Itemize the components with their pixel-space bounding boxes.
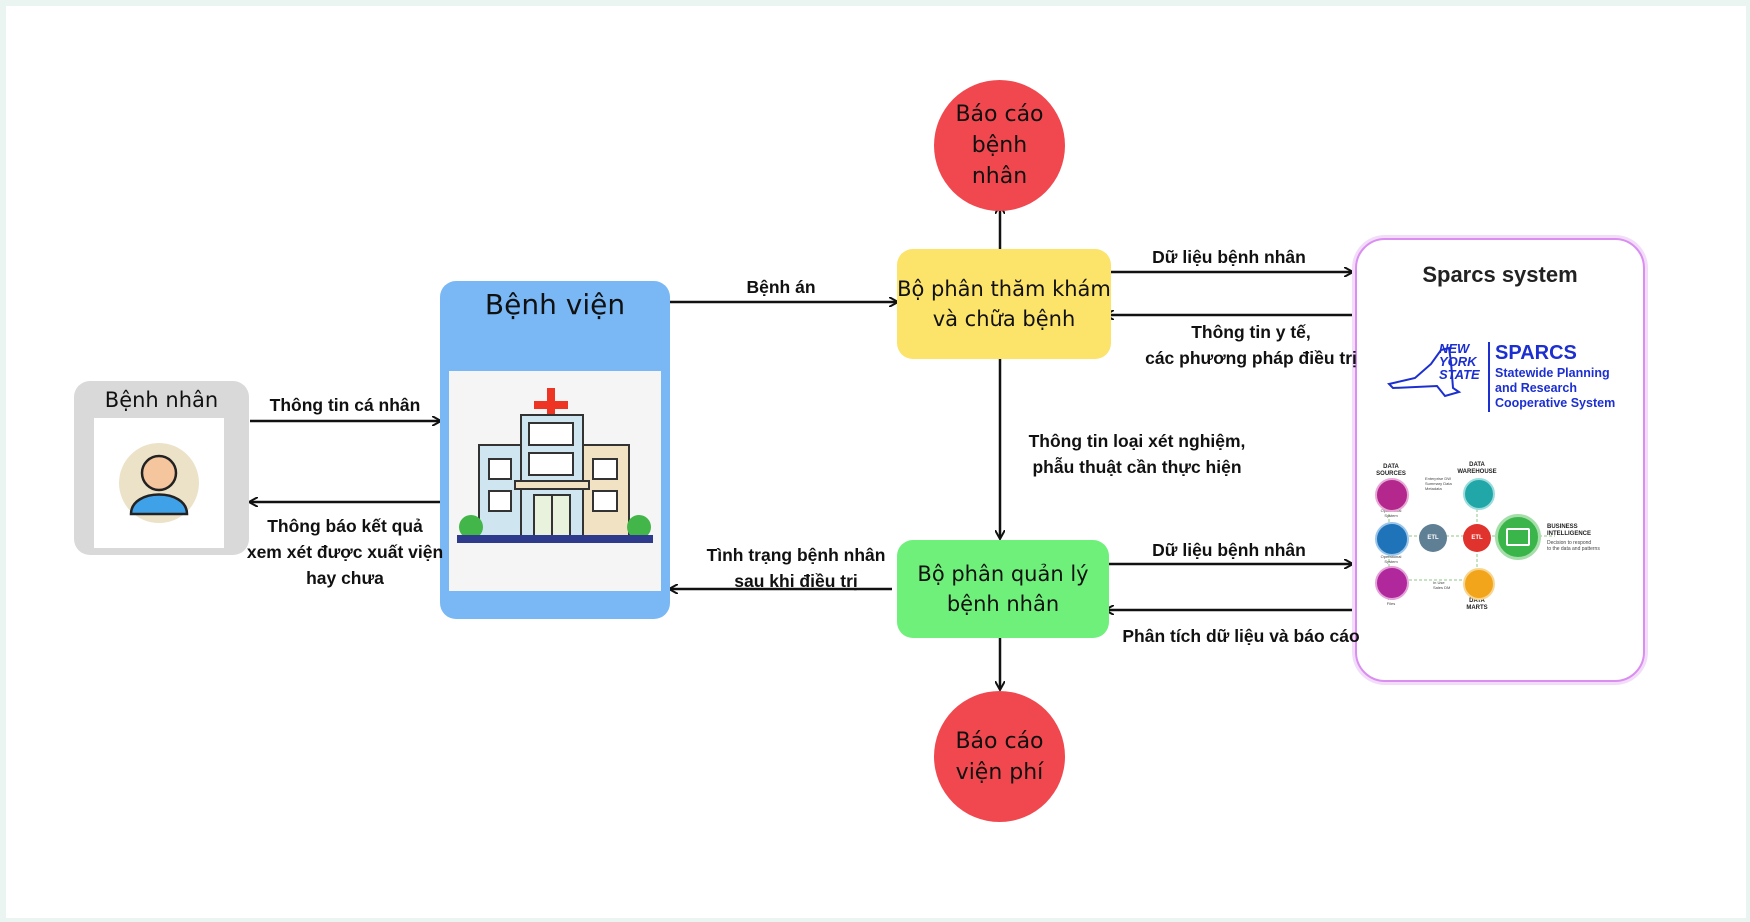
edge-label-patient-data-bottom: Dữ liệu bệnh nhân [1152, 540, 1306, 560]
hospital-title: Bệnh viện [484, 288, 626, 321]
patient-avatar-frame [94, 418, 224, 548]
data-marts-label: DATA MARTS [1466, 598, 1488, 611]
warehouse-note: Enterprise DW Summary Data Metadata [1425, 476, 1452, 491]
exam-dept-label: Bộ phân thăm khám và chữa bệnh [897, 277, 1111, 331]
report-patient-node[interactable]: Báo cáo bệnh nhân [934, 80, 1065, 211]
nys-line1: NEW [1439, 341, 1470, 356]
edge-label-test-info: Thông tin loại xét nghiệm, phẫu thuật cầ… [1028, 431, 1246, 477]
marts-db-icon [1463, 568, 1495, 600]
edge-label-medical-record: Bệnh án [746, 277, 816, 297]
arrows-layer [6, 6, 1746, 918]
diagram-canvas: Bệnh nhân Bệnh viện [6, 6, 1746, 918]
mgmt-dept-label: Bộ phân quản lý bệnh nhân [917, 562, 1089, 616]
sparcs-logo-sub1: Statewide Planning [1495, 366, 1610, 380]
sparcs-logo-name: SPARCS [1495, 342, 1577, 364]
edge-label-medical-info: Thông tin y tế, các phương pháp điều trị [1145, 322, 1357, 368]
sparcs-logo-divider [1488, 342, 1490, 412]
sparcs-logo: NEW YORK STATE SPARCS Statewide Planning… [1385, 342, 1635, 422]
mgmt-dept-node[interactable]: Bộ phân quản lý bệnh nhân [897, 540, 1109, 638]
source-file-icon [1375, 566, 1409, 600]
hospital-building-icon [457, 388, 653, 543]
marts-note: In Use Sales DM [1433, 580, 1451, 590]
exam-dept-node[interactable]: Bộ phân thăm khám và chữa bệnh [897, 249, 1111, 359]
patient-person-icon [119, 443, 199, 523]
bi-label: BUSINESS INTELLIGENCE [1547, 524, 1592, 537]
bi-chart-icon [1495, 514, 1541, 560]
hospital-node[interactable]: Bệnh viện [440, 281, 670, 619]
etl-icon-2: ETL [1463, 524, 1491, 552]
data-sources-label: DATA SOURCES [1376, 464, 1406, 477]
bi-note: Decision to respond to the data and patt… [1547, 540, 1600, 552]
operational-system-label-2: Operational System [1380, 554, 1402, 564]
edge-label-discharge-notice: Thông báo kết quả xem xét được xuất viện… [246, 516, 444, 588]
warehouse-db-icon [1463, 478, 1495, 510]
patient-title: Bệnh nhân [104, 388, 219, 412]
nys-line2: YORK [1439, 354, 1477, 369]
sparcs-logo-sub2: and Research [1495, 381, 1577, 395]
bi-monitor-icon [1506, 528, 1530, 546]
source-db-icon-2 [1375, 522, 1409, 556]
sparcs-title: Sparcs system [1422, 262, 1578, 287]
nys-line3: STATE [1439, 367, 1480, 382]
sparcs-dataflow: DATA SOURCES DATA WAREHOUSE DATA MARTS B… [1361, 462, 1637, 624]
etl-label-1: ETL [1427, 535, 1439, 541]
etl-label-2: ETL [1471, 535, 1483, 541]
hospital-image-frame [449, 371, 661, 591]
report-patient-label: Báo cáo bệnh nhân [955, 102, 1044, 189]
report-fees-node[interactable]: Báo cáo viện phí [934, 691, 1065, 822]
patient-node[interactable]: Bệnh nhân [74, 381, 249, 555]
edge-label-personal-info: Thông tin cá nhân [269, 395, 421, 415]
etl-icon-1: ETL [1419, 524, 1447, 552]
edge-label-patient-status: Tình trạng bệnh nhân sau khi điều trị [706, 545, 886, 591]
data-warehouse-label: DATA WAREHOUSE [1457, 462, 1497, 475]
sparcs-node[interactable]: Sparcs system NEW YORK STATE SPARCS Stat… [1355, 238, 1645, 682]
report-fees-label: Báo cáo viện phí [955, 728, 1044, 785]
sparcs-logo-sub3: Cooperative System [1495, 396, 1616, 410]
edge-label-analysis-report: Phân tích dữ liệu và báo cáo [1122, 626, 1360, 646]
nys-state-outline-icon [1387, 346, 1462, 398]
source-db-icon-1 [1375, 478, 1409, 512]
edge-label-patient-data-top: Dữ liệu bệnh nhân [1152, 247, 1306, 267]
